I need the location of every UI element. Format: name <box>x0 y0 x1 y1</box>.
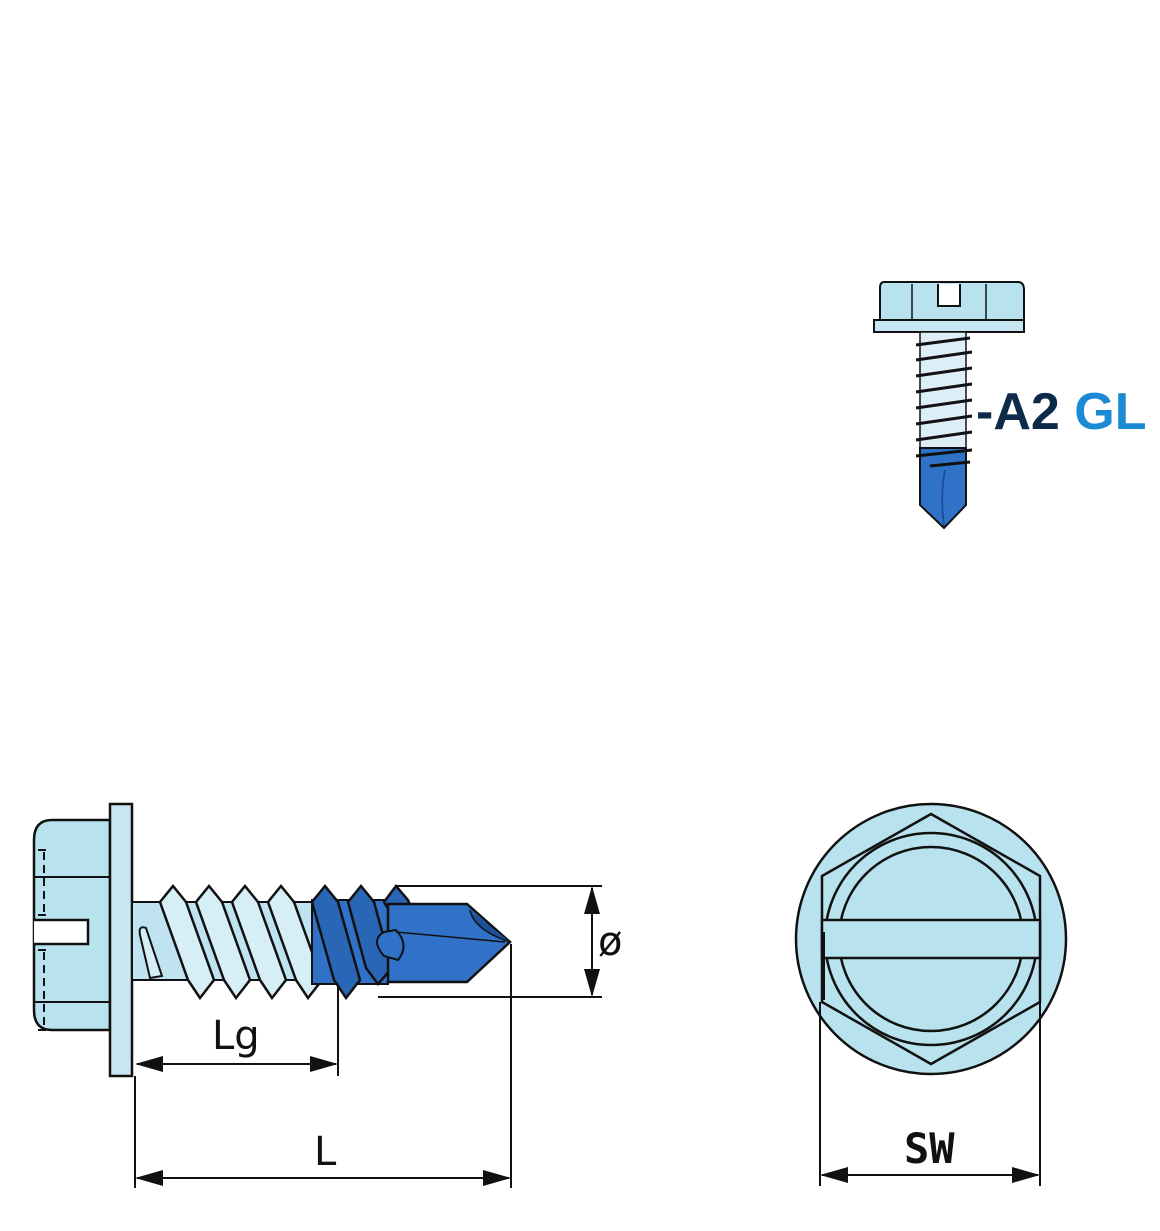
label-diameter: ø <box>598 919 623 965</box>
screw-head-side <box>32 802 134 1078</box>
logo-text-blue: GL <box>1074 383 1147 441</box>
screw-drill-point-side <box>310 884 512 1001</box>
logo-text-dark: -A2 <box>976 383 1060 441</box>
logo-wordmark: -A2 GL <box>976 382 1146 442</box>
logo-screw-graphic <box>873 281 1025 530</box>
dimension-lines-top <box>819 1002 1041 1186</box>
screw-head-top <box>794 802 1068 1076</box>
label-total-length: L <box>314 1129 337 1175</box>
label-thread-length: Lg <box>212 1013 260 1059</box>
label-wrench-size: SW <box>904 1124 955 1173</box>
screw-shank-side <box>131 884 324 1001</box>
dimension-lines-side <box>134 885 602 1188</box>
